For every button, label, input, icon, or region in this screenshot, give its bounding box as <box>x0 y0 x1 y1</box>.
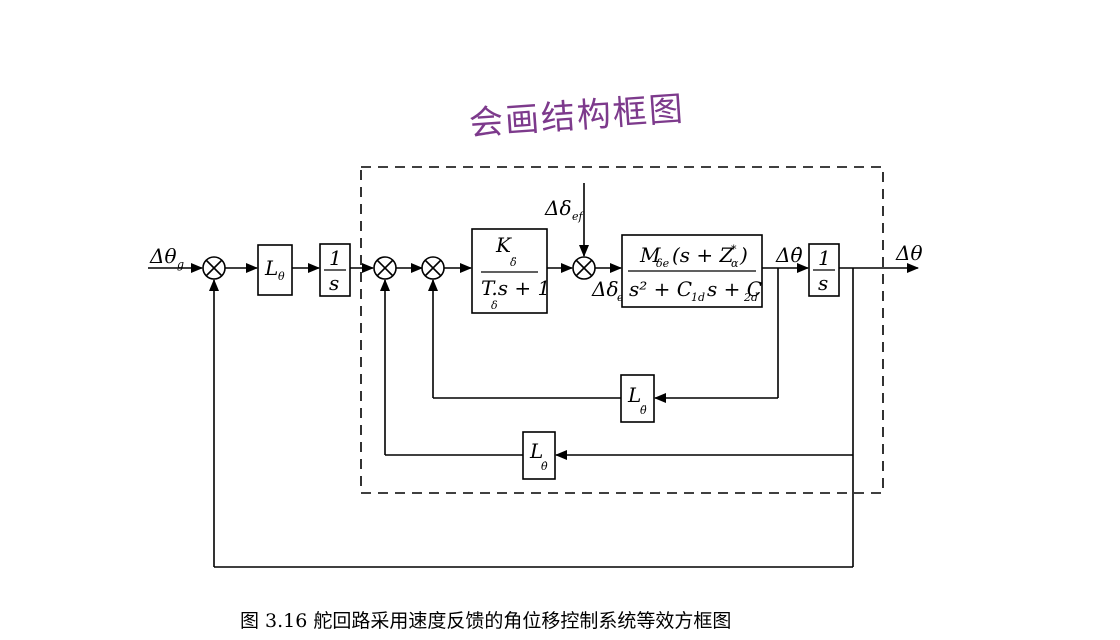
svg-text:θ̇: θ̇ <box>541 460 548 473</box>
svg-text:L: L <box>627 383 641 407</box>
svg-text:Δθ: Δθ <box>149 244 176 268</box>
summing-junction-1 <box>202 256 226 280</box>
svg-text:s: s <box>818 271 828 295</box>
svg-text:1d: 1d <box>691 291 705 304</box>
svg-text:K: K <box>495 233 512 257</box>
block-integrator-2: 1 s <box>808 243 840 297</box>
svg-text:): ) <box>739 243 748 267</box>
block-plant: M δe (s + Z * α ) s² + C 1d s + C 2d <box>621 234 763 308</box>
svg-text:T.s + 1: T.s + 1 <box>481 276 550 300</box>
svg-text:L: L <box>529 439 543 463</box>
block-integrator-1: 1 s <box>319 243 351 297</box>
handwritten-annotation: 会画结构框图 <box>468 89 686 144</box>
svg-text:2d: 2d <box>743 291 758 304</box>
svg-text:L: L <box>264 256 278 280</box>
input-signal-label: Δθ g <box>149 244 184 271</box>
summing-junction-4 <box>572 256 596 280</box>
svg-text:s + C: s + C <box>707 277 762 301</box>
svg-text:(s + Z: (s + Z <box>672 243 735 267</box>
svg-text:g: g <box>177 258 184 271</box>
svg-text:M: M <box>639 243 661 267</box>
svg-text:1: 1 <box>329 246 342 270</box>
summing-junction-2 <box>373 256 397 280</box>
svg-text:ef: ef <box>572 210 585 223</box>
elevator-signal-label: Δδ e <box>591 277 624 304</box>
svg-text:θ̈: θ̈ <box>640 404 647 417</box>
block-L-theta-dot: L θ̇ <box>522 431 556 480</box>
svg-text:Δδ: Δδ <box>544 196 571 220</box>
inner-loop-boundary <box>360 166 884 494</box>
svg-text:Δδ: Δδ <box>591 277 618 301</box>
block-L-theta-ddot: L θ̈ <box>620 374 655 423</box>
block-L-theta: L θ <box>257 244 293 296</box>
svg-text:δ̈: δ̈ <box>510 256 517 269</box>
svg-text:s: s <box>329 271 339 295</box>
output-signal-label: Δθ <box>895 241 922 265</box>
disturbance-label: Δδ ef <box>544 196 585 223</box>
rate-output-label: Δθ̇ <box>775 243 802 267</box>
summing-junction-3 <box>421 256 445 280</box>
figure-caption: 图 3.16 舵回路采用速度反馈的角位移控制系统等效方框图 <box>240 610 731 632</box>
svg-text:*: * <box>731 243 737 256</box>
svg-text:1: 1 <box>818 246 831 270</box>
block-servo: K δ̈ T.s + 1 δ <box>471 228 550 314</box>
svg-text:s² + C: s² + C <box>629 277 692 301</box>
svg-text:α: α <box>731 257 739 270</box>
svg-text:e: e <box>617 291 624 304</box>
svg-text:δ: δ <box>491 299 498 312</box>
svg-text:θ: θ <box>278 270 285 283</box>
svg-text:δe: δe <box>656 257 670 270</box>
